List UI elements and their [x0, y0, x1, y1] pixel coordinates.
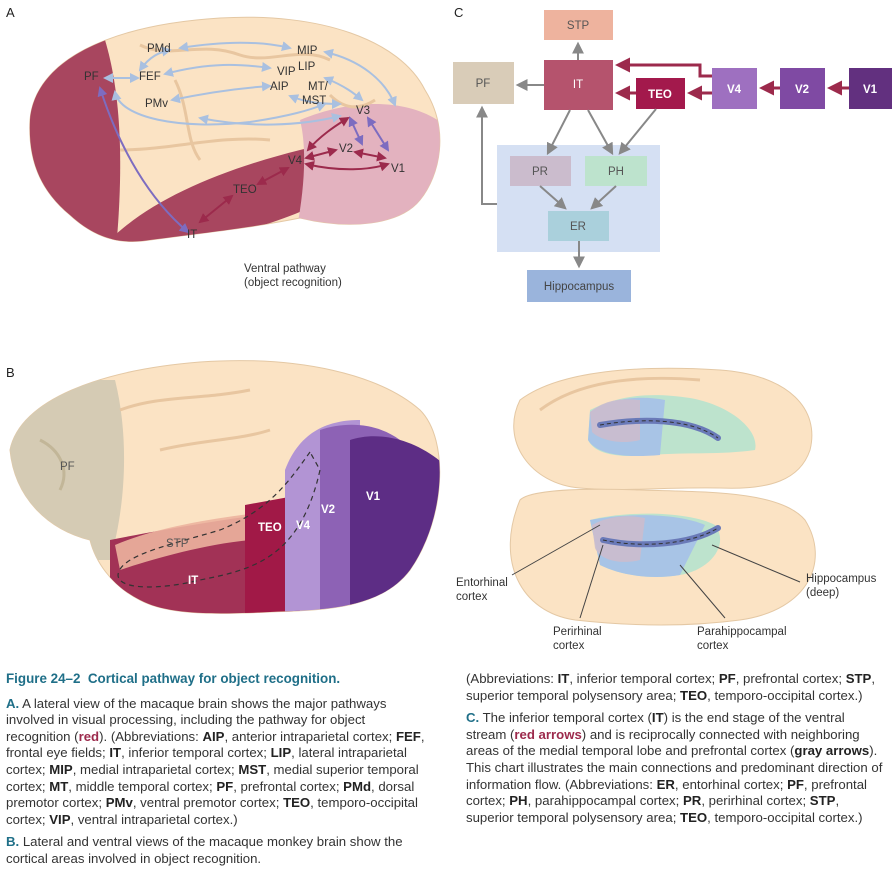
- label-a-v1: V1: [391, 163, 405, 175]
- box-er-label: ER: [570, 221, 586, 233]
- box-stp-label: STP: [567, 20, 590, 32]
- label-b-v4: V4: [296, 520, 311, 532]
- label-a-vip: VIP: [277, 66, 296, 78]
- ventral-pathway-label: Ventral pathway: [244, 263, 326, 275]
- label-b-pf: PF: [60, 461, 75, 473]
- box-it-label: IT: [573, 79, 583, 91]
- label-entorhinal-2: cortex: [456, 591, 488, 603]
- label-a-v3: V3: [356, 105, 370, 117]
- caption-left: Figure 24–2 Cortical pathway for object …: [6, 671, 432, 874]
- label-a-v4: V4: [288, 155, 303, 167]
- panel-label-b: B: [6, 365, 15, 380]
- box-pr: [510, 156, 571, 186]
- box-v4-label: V4: [727, 84, 742, 96]
- label-b-v2: V2: [321, 504, 335, 516]
- box-v2: [780, 68, 825, 109]
- box-hippocampus-label: Hippocampus: [544, 281, 615, 293]
- box-v4: [712, 68, 757, 109]
- label-perirhinal: Perirhinal: [553, 626, 602, 638]
- panel-b-lateral-brain: [9, 360, 441, 614]
- label-parahippocampal-2: cortex: [697, 640, 729, 652]
- label-a-pmd: PMd: [147, 43, 171, 55]
- label-b-it: IT: [188, 575, 198, 587]
- ventral-pathway-sublabel: (object recognition): [244, 277, 342, 289]
- label-entorhinal: Entorhinal: [456, 577, 508, 589]
- label-a-pmv: PMv: [145, 98, 168, 110]
- caption-c-text: C. The inferior temporal cortex (IT) is …: [466, 710, 883, 825]
- panel-label-c: C: [454, 5, 463, 20]
- box-pf-label: PF: [476, 78, 491, 90]
- label-a-aip: AIP: [270, 81, 289, 93]
- panel-a-ventral-arrows: [198, 116, 390, 224]
- box-it: [544, 60, 613, 110]
- panel-a-purple-arrows: [97, 86, 390, 234]
- panel-label-a: A: [6, 5, 15, 20]
- label-b-v1: V1: [366, 491, 381, 503]
- label-hippocampus: Hippocampus: [806, 573, 877, 585]
- label-b-teo: TEO: [258, 522, 282, 534]
- caption-b-abbrev: (Abbreviations: IT, inferior temporal co…: [466, 671, 876, 703]
- label-a-fef: FEF: [139, 71, 161, 83]
- box-teo: [636, 78, 685, 109]
- box-teo-label: TEO: [648, 89, 672, 101]
- label-a-mst: MST: [302, 95, 326, 107]
- box-hippocampus: [527, 270, 631, 302]
- caption-right: (Abbreviations: IT, inferior temporal co…: [466, 671, 888, 832]
- label-a-pf: PF: [84, 71, 99, 83]
- panel-b-ventral-view: [509, 367, 816, 626]
- label-a-lip: LIP: [298, 61, 316, 73]
- box-pf: [453, 62, 514, 104]
- label-a-mip: MIP: [297, 45, 318, 57]
- box-v1: [849, 68, 892, 109]
- label-a-mt: MT/: [308, 81, 329, 93]
- label-parahippocampal: Parahippocampal: [697, 626, 787, 638]
- label-perirhinal-2: cortex: [553, 640, 585, 652]
- box-v2-label: V2: [795, 84, 809, 96]
- box-v1-label: V1: [863, 84, 878, 96]
- box-pr-label: PR: [532, 166, 548, 178]
- label-hippocampus-2: (deep): [806, 587, 839, 599]
- caption-a-text: A. A lateral view of the macaque brain s…: [6, 695, 425, 827]
- label-b-stp: STP: [166, 538, 189, 550]
- panel-a-brain: [29, 16, 441, 243]
- box-stp: [544, 10, 613, 40]
- box-ph: [585, 156, 647, 186]
- label-a-it: IT: [187, 229, 197, 241]
- figure-caption-title: Figure 24–2 Cortical pathway for object …: [6, 671, 341, 686]
- caption-b-text: B. Lateral and ventral views of the maca…: [6, 834, 403, 866]
- label-a-teo: TEO: [233, 184, 257, 196]
- box-ph-label: PH: [608, 166, 624, 178]
- label-a-v2: V2: [339, 143, 353, 155]
- figure-canvas: A B C: [6, 5, 892, 652]
- box-er: [548, 211, 609, 241]
- panel-c-chart: STP PF IT TEO V4 V2 V1 PR PH ER Hippocam…: [453, 10, 892, 302]
